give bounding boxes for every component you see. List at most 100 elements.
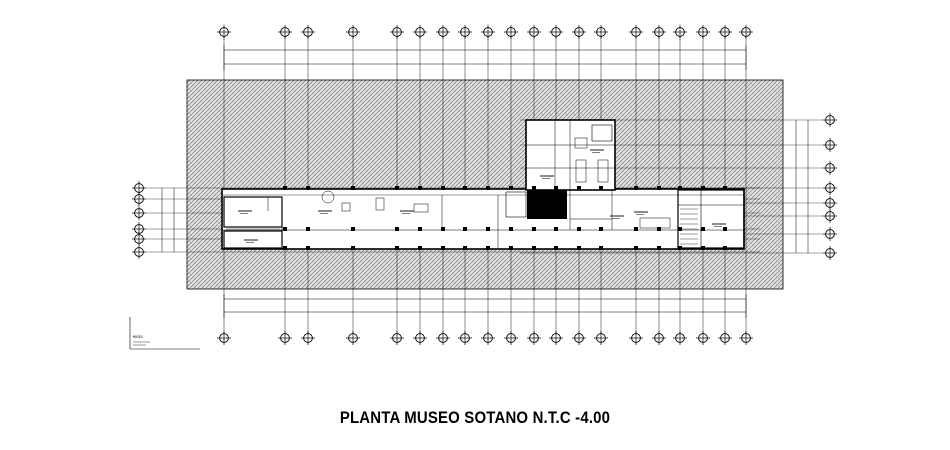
room-tag [244, 239, 258, 243]
grid-bubble [346, 25, 360, 39]
grid-bubble [696, 25, 710, 39]
column [723, 227, 727, 231]
grid-bubble [436, 25, 450, 39]
grid-bubble [504, 331, 518, 345]
building-main-wing [221, 188, 745, 250]
grid-bubble [549, 25, 563, 39]
grid-bubbles-right [823, 113, 837, 260]
column [283, 227, 287, 231]
column [554, 186, 558, 190]
grid-bubble [481, 331, 495, 345]
column [463, 227, 467, 231]
grid-bubble [594, 331, 608, 345]
top-dimension-chain [223, 45, 747, 70]
grid-bubble [458, 25, 472, 39]
grid-bubble [823, 113, 837, 127]
legend-label: MUSEO [133, 335, 143, 339]
column [657, 227, 661, 231]
room-tag [540, 175, 554, 179]
column [723, 246, 727, 250]
grid-bubble [458, 331, 472, 345]
grid-bubbles-left [132, 181, 146, 259]
column [657, 246, 661, 250]
grid-bubble [823, 227, 837, 241]
column [634, 227, 638, 231]
column [509, 227, 513, 231]
column [599, 227, 603, 231]
grid-bubble [132, 245, 146, 259]
room-tag [238, 210, 252, 214]
column [554, 246, 558, 250]
grid-bubble [390, 331, 404, 345]
legend-block: MUSEO [129, 317, 200, 350]
column [723, 186, 727, 190]
column [701, 246, 705, 250]
column [306, 227, 310, 231]
column [306, 246, 310, 250]
grid-bubble [217, 331, 231, 345]
column [678, 186, 682, 190]
column [283, 246, 287, 250]
column [306, 186, 310, 190]
right-service-rooms [677, 189, 745, 249]
grid-bubble [739, 25, 753, 39]
grid-bubbles-bottom [217, 331, 753, 345]
column [351, 227, 355, 231]
column [463, 246, 467, 250]
column [577, 246, 581, 250]
bottom-dimension-chain [223, 294, 747, 318]
column [678, 227, 682, 231]
column [351, 186, 355, 190]
building-north-annex [525, 119, 616, 191]
column [532, 227, 536, 231]
column [509, 246, 513, 250]
grid-bubble [527, 25, 541, 39]
grid-bubble [504, 25, 518, 39]
grid-bubble [823, 196, 837, 210]
column [678, 246, 682, 250]
column [351, 246, 355, 250]
column [577, 227, 581, 231]
grid-bubble [594, 25, 608, 39]
left-rooms [223, 196, 283, 249]
column [599, 186, 603, 190]
room-tag [610, 215, 624, 219]
room-tag [400, 210, 414, 214]
room-tag [634, 211, 648, 215]
grid-bubble [278, 331, 292, 345]
column [283, 186, 287, 190]
grid-bubble [413, 25, 427, 39]
grid-bubble [436, 331, 450, 345]
grid-bubble [346, 331, 360, 345]
stair-core [527, 190, 567, 219]
grid-bubble [696, 331, 710, 345]
grid-bubble [739, 331, 753, 345]
grid-bubbles-top [217, 25, 753, 39]
column [509, 186, 513, 190]
grid-bubble [718, 25, 732, 39]
grid-bubble [572, 25, 586, 39]
column [418, 227, 422, 231]
column [463, 186, 467, 190]
column [634, 186, 638, 190]
column [395, 246, 399, 250]
grid-bubble [301, 25, 315, 39]
grid-bubble [673, 25, 687, 39]
grid-bubble [481, 25, 495, 39]
grid-bubble [132, 192, 146, 206]
column [577, 186, 581, 190]
grid-bubble [823, 209, 837, 223]
interior-partitions [321, 190, 671, 248]
grid-bubble [673, 331, 687, 345]
grid-bubble [132, 232, 146, 246]
grid-bubble [823, 181, 837, 195]
grid-bubble [413, 331, 427, 345]
site-hatch-area [186, 79, 784, 290]
column [441, 227, 445, 231]
grid-bubble [217, 25, 231, 39]
column [418, 186, 422, 190]
column [554, 227, 558, 231]
right-dimension-chain [795, 120, 809, 253]
grid-bubble [823, 161, 837, 175]
